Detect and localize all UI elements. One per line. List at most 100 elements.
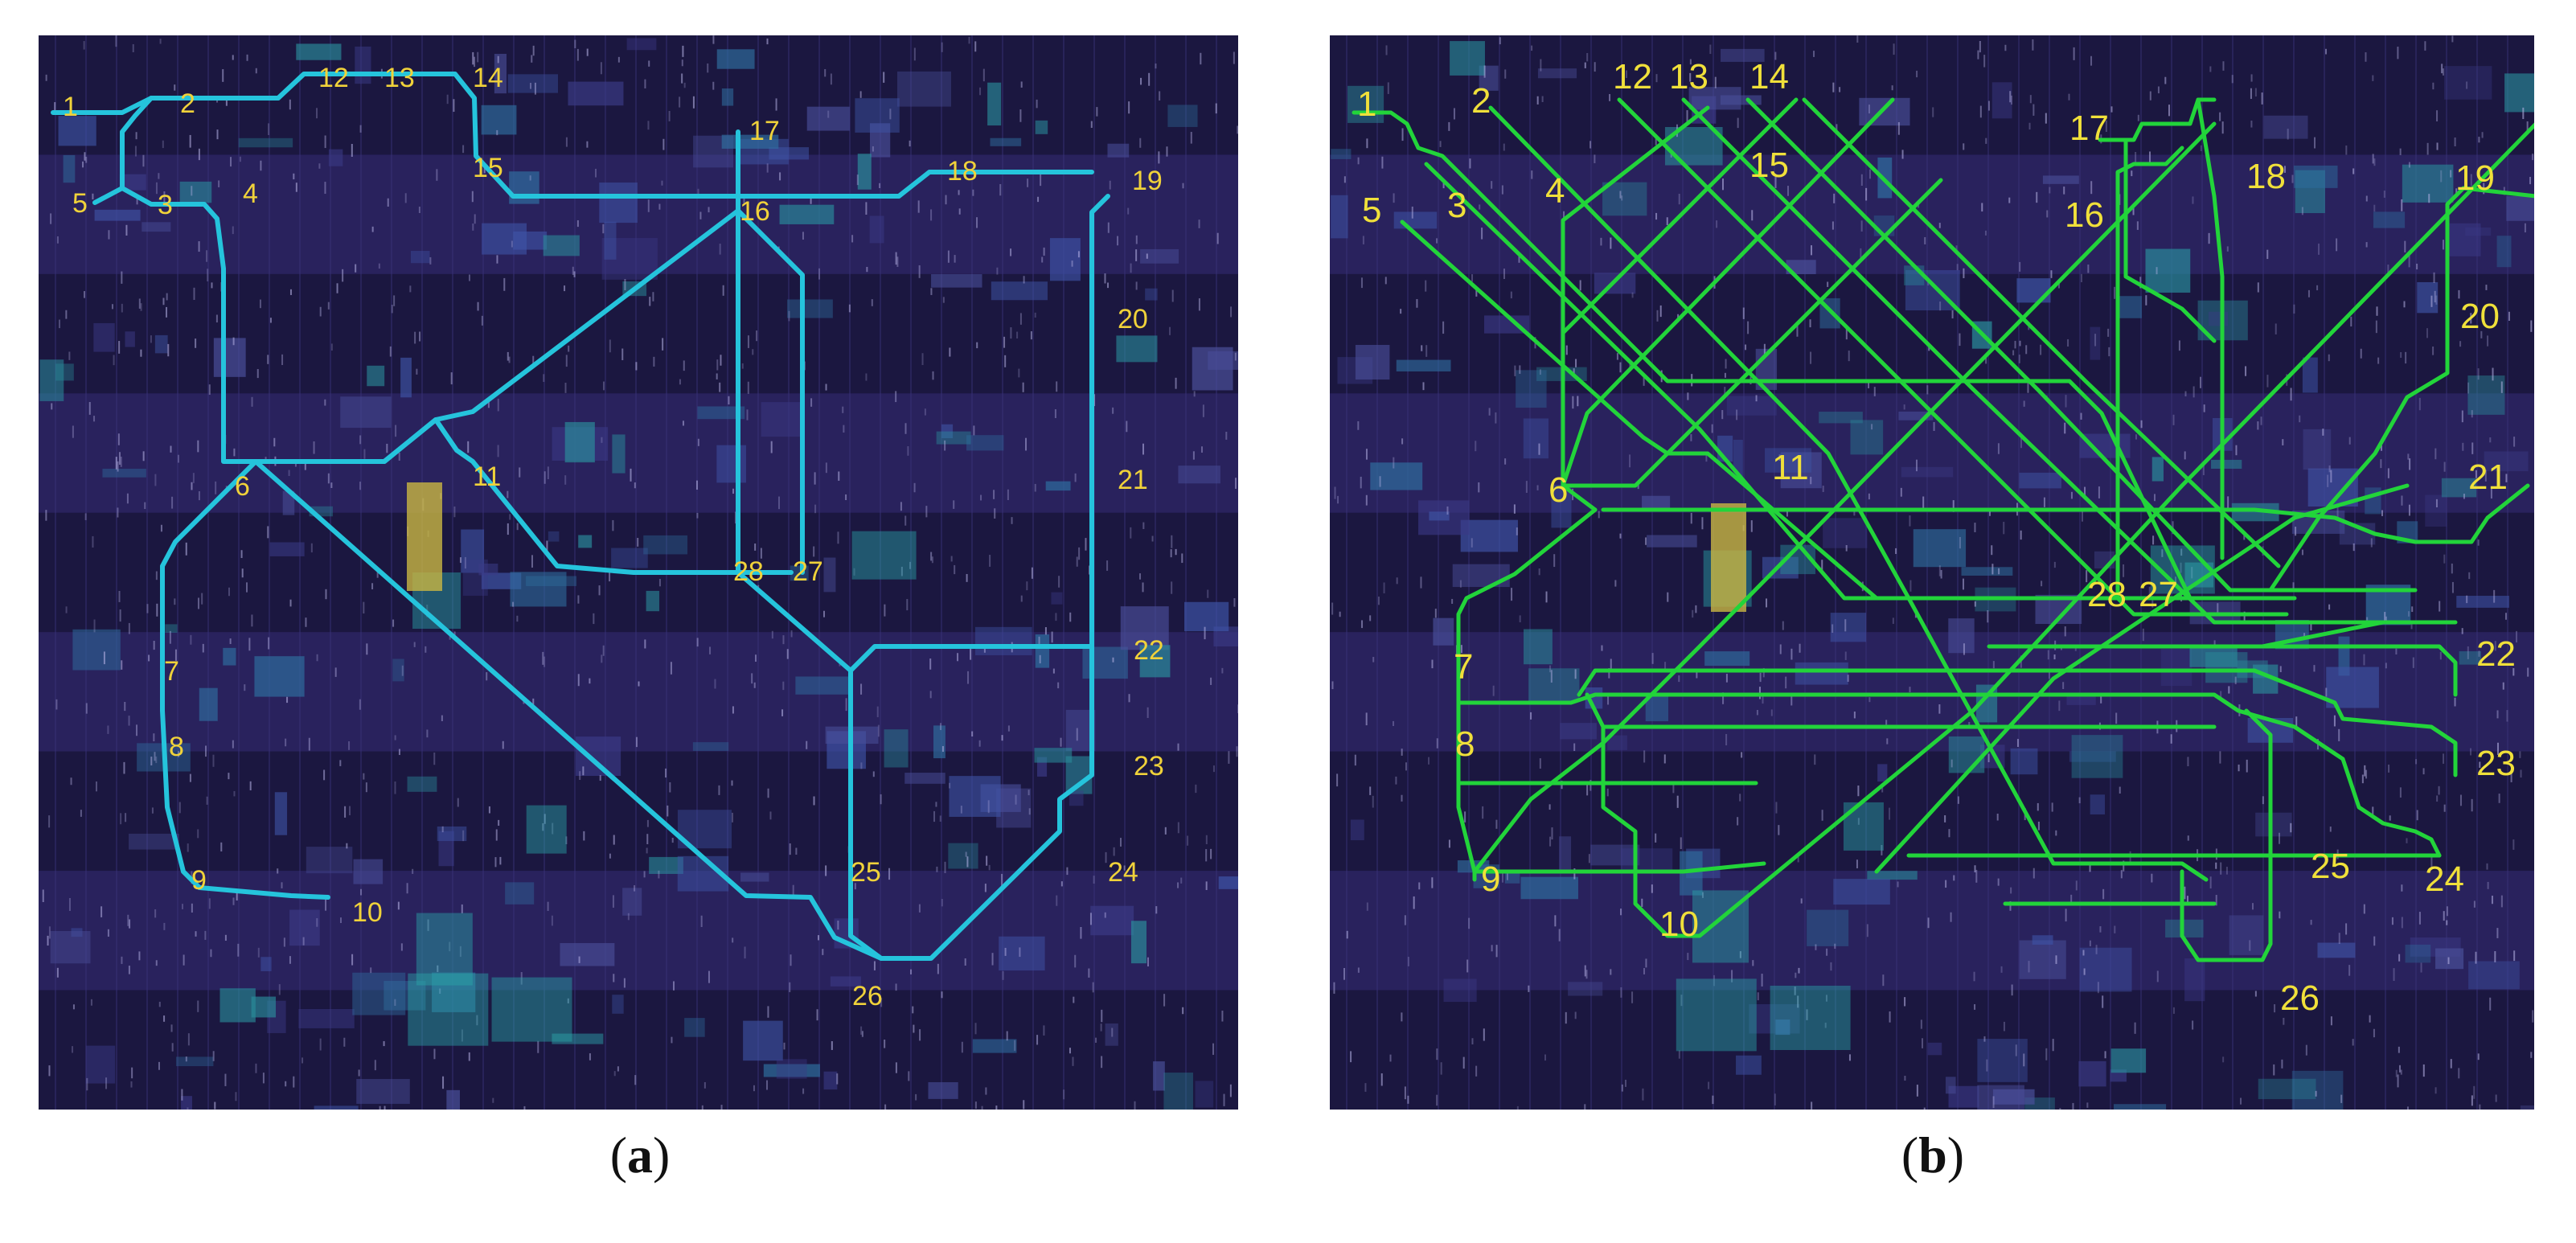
route-segment xyxy=(2123,137,2217,343)
route-segment xyxy=(1681,97,2418,625)
node-label-17: 17 xyxy=(749,116,780,146)
caption-b: (b) xyxy=(1901,1126,1965,1184)
node-label-19: 19 xyxy=(1132,166,1163,196)
route-segment xyxy=(1561,97,1895,488)
node-label-9: 9 xyxy=(1481,859,1500,899)
node-label-12: 12 xyxy=(318,63,349,93)
route-segment xyxy=(253,194,1110,961)
route-segment xyxy=(1585,692,1654,922)
route-segment xyxy=(736,570,853,673)
node-label-10: 10 xyxy=(352,897,383,928)
panel-b-routes xyxy=(1352,97,2534,962)
node-label-14: 14 xyxy=(473,63,503,93)
caption-a: (a) xyxy=(609,1126,671,1184)
node-label-11: 11 xyxy=(473,462,501,492)
node-label-23: 23 xyxy=(2476,744,2516,783)
node-label-8: 8 xyxy=(1455,724,1475,764)
route-segment xyxy=(160,459,330,900)
node-label-21: 21 xyxy=(2468,457,2508,497)
node-label-8: 8 xyxy=(169,732,184,762)
route-segment xyxy=(1456,507,1598,874)
node-label-2: 2 xyxy=(180,88,195,119)
caption-b-letter: b xyxy=(1918,1126,1947,1184)
node-label-22: 22 xyxy=(1134,635,1164,666)
route-segment xyxy=(2180,708,2273,962)
node-label-15: 15 xyxy=(1749,146,1789,185)
route-segment xyxy=(120,186,258,464)
node-label-22: 22 xyxy=(2476,634,2516,674)
route-segment xyxy=(382,417,794,575)
node-label-23: 23 xyxy=(1134,751,1164,781)
route-segment xyxy=(1352,110,2233,601)
node-label-28: 28 xyxy=(733,556,764,587)
route-segment xyxy=(736,208,805,575)
route-segment xyxy=(1456,692,2442,858)
node-label-3: 3 xyxy=(1447,186,1466,225)
route-segment xyxy=(1577,668,2458,777)
node-label-28: 28 xyxy=(2087,575,2127,614)
panel-a-routes xyxy=(51,72,1110,961)
node-label-6: 6 xyxy=(235,471,250,502)
node-label-2: 2 xyxy=(1471,81,1491,121)
node-label-21: 21 xyxy=(1118,465,1148,495)
node-label-20: 20 xyxy=(2460,297,2500,336)
node-label-27: 27 xyxy=(793,556,823,587)
node-label-13: 13 xyxy=(384,63,415,93)
node-label-18: 18 xyxy=(2246,157,2286,196)
node-label-7: 7 xyxy=(1454,647,1473,687)
route-segment xyxy=(1802,97,2281,568)
route-segment xyxy=(92,96,154,205)
route-segment xyxy=(1561,97,1799,488)
node-label-27: 27 xyxy=(2139,575,2178,614)
route-segment xyxy=(1472,861,1766,874)
floorplan-background xyxy=(1330,35,2534,1110)
node-label-26: 26 xyxy=(852,981,883,1011)
route-segment xyxy=(2115,146,2184,601)
route-segment xyxy=(1874,483,2410,874)
node-label-3: 3 xyxy=(158,190,173,220)
node-label-13: 13 xyxy=(1669,57,1708,96)
node-label-25: 25 xyxy=(2311,847,2350,886)
route-segment xyxy=(1488,105,2209,882)
route-segment xyxy=(51,72,1094,199)
highlighted-macro xyxy=(407,482,442,591)
node-label-5: 5 xyxy=(1362,191,1381,230)
node-label-1: 1 xyxy=(1357,84,1376,124)
node-label-4: 4 xyxy=(243,178,258,209)
node-label-9: 9 xyxy=(191,865,207,896)
node-label-7: 7 xyxy=(164,656,179,687)
node-label-26: 26 xyxy=(2280,978,2320,1018)
node-label-12: 12 xyxy=(1613,57,1652,96)
node-label-16: 16 xyxy=(740,196,770,227)
route-segment xyxy=(1649,122,2534,938)
node-label-14: 14 xyxy=(1749,57,1789,96)
route-segment xyxy=(2098,97,2217,142)
highlighted-macro xyxy=(1711,503,1746,612)
route-segment xyxy=(1601,483,2530,544)
node-label-24: 24 xyxy=(1108,857,1138,888)
node-label-17: 17 xyxy=(2069,109,2109,148)
route-segment xyxy=(1745,97,2418,593)
node-label-15: 15 xyxy=(473,153,503,183)
node-label-5: 5 xyxy=(72,188,88,219)
node-label-19: 19 xyxy=(2455,158,2495,198)
node-label-24: 24 xyxy=(2425,859,2464,899)
node-label-16: 16 xyxy=(2065,195,2104,235)
node-label-4: 4 xyxy=(1545,171,1565,211)
node-label-11: 11 xyxy=(1772,448,1809,487)
node-label-18: 18 xyxy=(947,156,978,187)
route-segment xyxy=(1617,97,2289,617)
caption-a-letter: a xyxy=(627,1126,653,1184)
node-label-6: 6 xyxy=(1548,470,1568,510)
node-label-1: 1 xyxy=(63,92,78,122)
node-label-20: 20 xyxy=(1118,304,1148,334)
floorplan-background xyxy=(39,35,1238,1110)
route-segment xyxy=(1987,620,2458,649)
node-label-25: 25 xyxy=(851,857,881,888)
